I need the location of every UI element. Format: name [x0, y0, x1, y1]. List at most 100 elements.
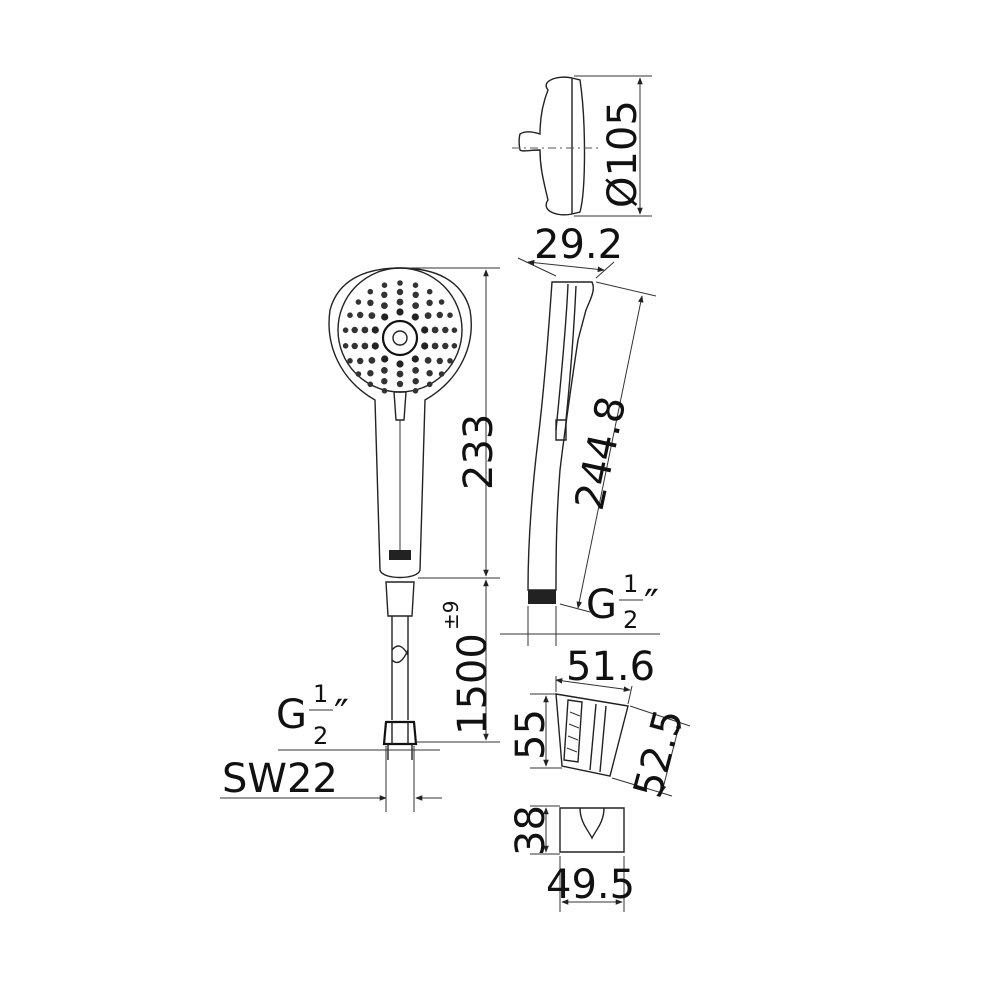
nozzle-hole: [347, 358, 353, 364]
nozzle-hole: [431, 342, 439, 350]
ext-line: [627, 685, 633, 705]
nozzle-hole: [381, 282, 388, 289]
dim-233: 233: [410, 267, 502, 579]
thread-den: 2: [313, 722, 328, 750]
dim-52-5-label: 52.5: [625, 705, 692, 803]
thread-label-front: G 1 2 ″: [276, 680, 440, 751]
side-connector: [528, 590, 556, 604]
nozzle-hole: [426, 299, 433, 306]
nozzle-hole: [421, 326, 429, 334]
ext-line: [611, 777, 673, 797]
nozzle-hole: [361, 342, 369, 350]
nozzle-hole: [411, 355, 419, 363]
dim-29-2: 29.2: [517, 222, 623, 279]
ext-line: [595, 261, 615, 279]
nozzle-hole: [361, 326, 369, 334]
brand-logo: [389, 550, 411, 560]
nozzle-hole: [347, 312, 353, 319]
nozzle-hole: [381, 302, 388, 309]
top-view: Ø105: [512, 75, 652, 217]
handshower-outline: [328, 267, 472, 579]
dim-line: [555, 678, 631, 692]
dim-sw22-label: SW22: [222, 756, 338, 802]
ext-line: [559, 603, 591, 613]
thread-num: 1: [313, 680, 328, 708]
dim-sw22: SW22: [220, 746, 442, 812]
nozzle-hole: [381, 378, 388, 385]
nozzle-hole: [381, 313, 389, 321]
nozzle-hole: [447, 312, 453, 319]
thread-g-side: G: [586, 582, 617, 628]
nozzle-hole: [442, 342, 449, 350]
nozzle-hole: [396, 370, 404, 378]
nozzle-hole: [438, 371, 445, 377]
nozzle-hole: [396, 380, 404, 388]
nozzle-hole: [451, 343, 458, 349]
nozzle-hole: [367, 370, 374, 377]
front-view: [328, 267, 472, 760]
nozzle-hole: [367, 381, 374, 388]
nozzle-hole: [412, 291, 419, 298]
bracket-outline: [559, 807, 625, 853]
nozzle-hole: [442, 326, 449, 334]
nozzle-hole: [367, 299, 374, 306]
thread-inch: ″: [334, 692, 349, 738]
side-inner-line: [555, 283, 569, 431]
nozzle-hole: [412, 378, 419, 385]
nozzle-hole: [381, 355, 389, 363]
dim-233-label: 233: [456, 414, 502, 490]
dim-105-label: Ø105: [600, 100, 646, 208]
nozzle-hole: [426, 370, 433, 377]
nozzle-hole: [396, 360, 404, 368]
dim-line: [527, 259, 605, 273]
holder-inner: [563, 699, 583, 763]
nozzle-hole: [421, 342, 429, 350]
thread-den-side: 2: [623, 606, 638, 634]
holder-hatch: [566, 711, 581, 753]
nozzle-hole: [371, 342, 379, 350]
nozzle-hole: [351, 326, 358, 334]
thread-inch-side: ″: [644, 582, 659, 628]
dim-1500: 1500 ±9: [416, 579, 500, 743]
nozzle-hole: [397, 280, 403, 286]
dim-38-label: 38: [508, 805, 554, 856]
nozzle-hole: [424, 312, 432, 319]
nozzle-hole: [381, 367, 388, 374]
dim-244-8: 244.8: [559, 281, 657, 613]
thread-label-side: G 1 2 ″: [500, 570, 660, 646]
hose-nut: [382, 720, 418, 746]
dim-line: [576, 295, 644, 609]
nozzle-hole: [381, 291, 388, 298]
nozzle-hole: [396, 288, 404, 296]
nozzle-hole: [447, 358, 453, 364]
nozzle-hole: [438, 299, 445, 305]
dim-55-label: 55: [508, 709, 554, 760]
nozzle-hole: [396, 308, 404, 316]
nozzle-hole: [357, 311, 364, 319]
nozzle-hole: [412, 282, 419, 289]
bracket-slot: [579, 807, 605, 840]
dim-244-8-label: 244.8: [567, 393, 636, 515]
nozzle-hole: [355, 299, 362, 305]
nozzle-hole: [351, 342, 358, 350]
center-hub: [381, 319, 419, 357]
dim-29-2-label: 29.2: [534, 222, 623, 268]
thread-num-side: 1: [623, 570, 638, 598]
holder-edge: [599, 705, 607, 773]
dim-line: [660, 721, 682, 793]
nozzle-holes: [342, 280, 458, 394]
dim-38: 38: [508, 805, 560, 856]
nozzle-hole: [396, 298, 404, 306]
hose-break-mark: [391, 645, 409, 664]
nozzle-hole: [451, 327, 458, 334]
holder-edge: [589, 703, 597, 771]
center-nozzle: [392, 330, 408, 346]
nozzle-hole: [412, 388, 419, 394]
nozzle-hole: [342, 343, 349, 349]
bracket-view: [559, 807, 625, 853]
mode-lever: [393, 391, 407, 421]
dim-1500-tolerance: ±9: [439, 601, 463, 630]
nozzle-hole: [426, 288, 433, 295]
nozzle-hole: [367, 288, 374, 295]
